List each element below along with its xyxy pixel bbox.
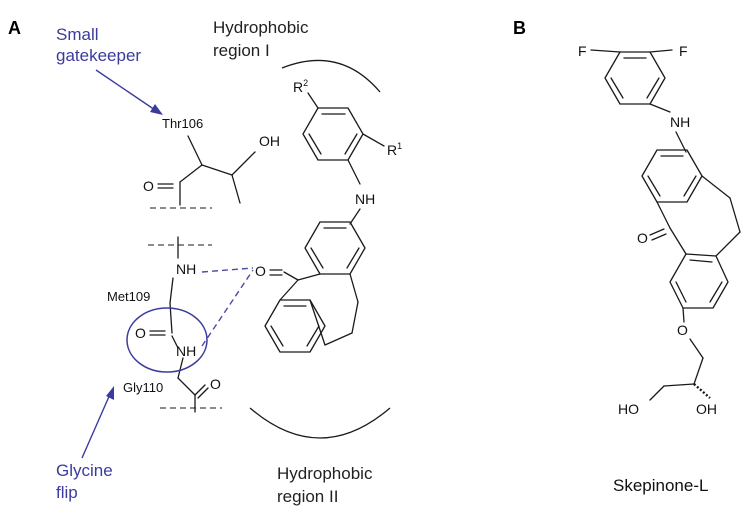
atom-f-1: F [578, 43, 587, 59]
diol-chain [649, 338, 711, 401]
atom-nh-linker: NH [355, 191, 375, 207]
hydrophobic-region-2-line1: Hydrophobic [277, 464, 373, 483]
glycine-arrowhead [106, 386, 114, 400]
atom-f-2: F [679, 43, 688, 59]
met-gly-backbone [148, 236, 222, 413]
atom-ho: HO [618, 401, 639, 417]
atom-met-nh: NH [176, 261, 196, 277]
small-gatekeeper-label-line2: gatekeeper [56, 46, 141, 65]
hydrophobic-region-2-line2: region II [277, 487, 338, 506]
panel-a: Small gatekeeper Hydrophobic region I Hy… [56, 18, 402, 506]
atom-oh: OH [696, 401, 717, 417]
glycine-arrow [81, 391, 112, 459]
hbond-met-nh [201, 267, 254, 273]
skepinone-l-caption: Skepinone-L [613, 476, 708, 495]
hydrophobic-region-1-line2: region I [213, 41, 270, 60]
atom-gly-nh: NH [176, 343, 196, 359]
residue-gly110: Gly110 [123, 380, 163, 395]
panel-label-a: A [8, 18, 21, 38]
dibenzosuberone-core [264, 208, 366, 353]
atom-thr-o: O [143, 178, 154, 194]
residue-met109: Met109 [107, 289, 150, 304]
atom-r2: R2 [293, 78, 308, 95]
skepinone-core [641, 131, 741, 323]
hydrophobic-region-1-arc [281, 59, 381, 93]
atom-gly-o: O [210, 376, 221, 392]
panel-label-b: B [513, 18, 526, 38]
glycine-flip-label-line2: flip [56, 483, 78, 502]
atom-met-o: O [135, 325, 146, 341]
aryl-ring-r1-r2 [302, 92, 385, 185]
gatekeeper-arrowhead [150, 104, 163, 115]
difluorophenyl-ring [590, 49, 673, 113]
hbond-gly-nh [201, 269, 254, 347]
residue-thr106: Thr106 [162, 116, 203, 131]
gatekeeper-arrow [95, 69, 159, 113]
glycine-flip-label-line1: Glycine [56, 461, 113, 480]
hydrophobic-region-2-arc [249, 407, 391, 439]
atom-nh: NH [670, 114, 690, 130]
atom-ketone-o: O [637, 230, 648, 246]
small-gatekeeper-label-line1: Small [56, 25, 99, 44]
thr106-backbone [150, 135, 256, 209]
atom-ketone-o: O [255, 263, 266, 279]
atom-r1: R1 [387, 141, 402, 158]
panel-b: F F NH [578, 43, 741, 495]
hydrophobic-region-1-line1: Hydrophobic [213, 18, 309, 37]
atom-thr-oh: OH [259, 133, 280, 149]
glycine-flip-ellipse [126, 307, 208, 373]
atom-ether-o: O [677, 322, 688, 338]
